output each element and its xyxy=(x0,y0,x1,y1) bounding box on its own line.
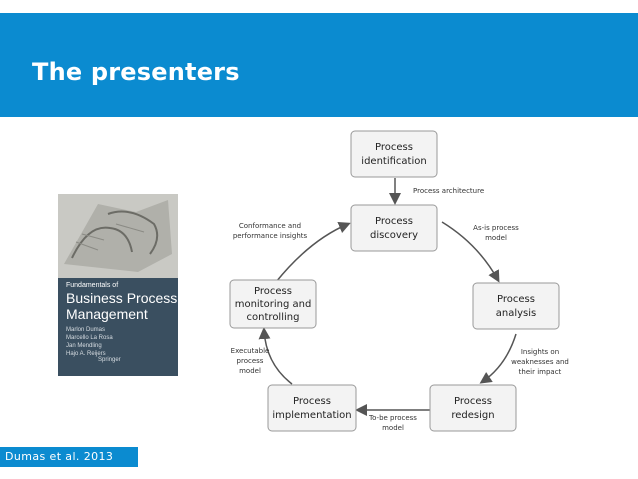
book-author: Hajo A. Reijers xyxy=(66,351,106,357)
node-process-implementation: Process implementation xyxy=(267,384,357,432)
label-as-is-process-model: As-is process model xyxy=(473,224,519,242)
book-title-line-1: Business Process xyxy=(66,290,178,306)
node-process-discovery: Process discovery xyxy=(350,204,438,252)
book-cover-illustration-icon xyxy=(58,194,178,376)
book-title-line-2: Management xyxy=(66,306,148,322)
svg-text:Process: Process xyxy=(497,294,535,305)
svg-text:Process: Process xyxy=(454,396,492,407)
credit-label: Dumas et al. 2013 xyxy=(0,447,138,467)
svg-text:redesign: redesign xyxy=(451,410,494,421)
slide-title: The presenters xyxy=(32,58,240,86)
node-process-analysis: Process analysis xyxy=(472,282,560,330)
arrow-implementation-monitoring xyxy=(258,327,293,385)
book-cover: Fundamentals of Business Process Managem… xyxy=(58,194,178,376)
svg-text:performance insights: performance insights xyxy=(233,232,308,240)
svg-text:model: model xyxy=(382,424,404,432)
arrow-analysis-redesign xyxy=(479,333,517,384)
slide-header xyxy=(0,13,638,117)
book-title: Business Process Management xyxy=(66,290,178,322)
svg-text:implementation: implementation xyxy=(272,410,351,421)
label-insights-weaknesses: Insights on weaknesses and their impact xyxy=(511,348,569,376)
node-process-monitoring: Process monitoring and controlling xyxy=(229,279,317,329)
label-conformance-insights: Conformance and performance insights xyxy=(233,222,308,240)
svg-text:analysis: analysis xyxy=(496,308,537,319)
svg-text:Process: Process xyxy=(375,216,413,227)
svg-text:their impact: their impact xyxy=(519,368,562,376)
svg-text:Conformance and: Conformance and xyxy=(239,222,301,230)
svg-text:As-is process: As-is process xyxy=(473,224,519,232)
svg-text:discovery: discovery xyxy=(370,230,418,241)
node-process-redesign: Process redesign xyxy=(429,384,517,432)
svg-text:controlling: controlling xyxy=(247,312,300,323)
svg-text:To-be process: To-be process xyxy=(368,414,417,422)
svg-text:model: model xyxy=(239,367,261,375)
svg-text:Process: Process xyxy=(375,142,413,153)
svg-text:Process: Process xyxy=(293,396,331,407)
svg-text:Process: Process xyxy=(254,286,292,297)
book-author: Jan Mendling xyxy=(66,343,102,349)
svg-text:process: process xyxy=(237,357,264,365)
label-to-be-process-model: To-be process model xyxy=(368,414,417,432)
svg-text:model: model xyxy=(485,234,507,242)
svg-text:identification: identification xyxy=(361,156,426,167)
arrow-monitoring-discovery xyxy=(275,221,351,283)
svg-text:weaknesses and: weaknesses and xyxy=(511,358,569,366)
book-publisher: Springer xyxy=(98,357,121,363)
book-author: Marcello La Rosa xyxy=(66,335,113,341)
svg-text:Process architecture: Process architecture xyxy=(413,187,484,195)
book-authors: Marlon Dumas Marcello La Rosa Jan Mendli… xyxy=(66,326,113,358)
book-author: Marlon Dumas xyxy=(66,327,106,333)
arrow-discovery-analysis xyxy=(441,221,500,283)
label-process-architecture: Process architecture xyxy=(413,187,484,195)
label-executable-process-model: Executable process model xyxy=(231,347,270,375)
book-series: Fundamentals of xyxy=(66,282,119,289)
node-process-identification: Process identification xyxy=(350,130,438,178)
svg-text:Executable: Executable xyxy=(231,347,270,355)
svg-text:monitoring and: monitoring and xyxy=(235,299,312,310)
svg-text:Insights on: Insights on xyxy=(521,348,559,356)
